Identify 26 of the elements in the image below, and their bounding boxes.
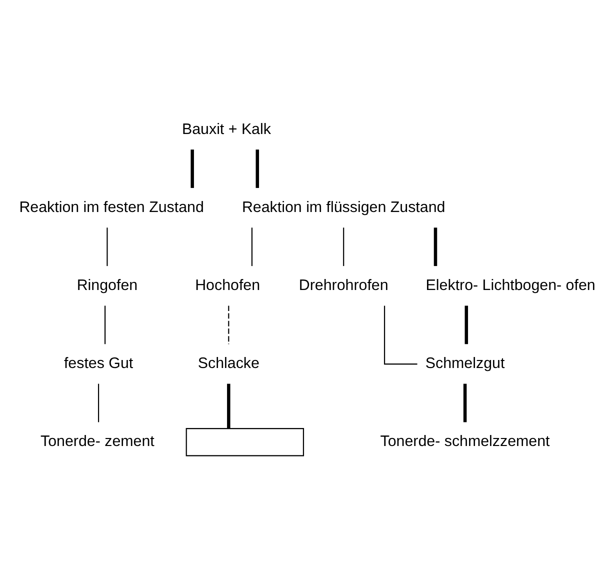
node-text: Reaktion im festen Zustand xyxy=(19,198,204,216)
connector xyxy=(104,305,106,344)
node-text: Tonerde- schmelzzement xyxy=(380,432,550,450)
node-text: Hochofen xyxy=(195,276,260,294)
connector xyxy=(190,149,194,188)
node-text: Bauxit + Kalk xyxy=(182,120,271,138)
node-text: Drehrohrofen xyxy=(298,276,388,294)
node-text: Tonerde- zement xyxy=(40,432,154,450)
node-text: Reaktion im flüssigen Zustand xyxy=(242,198,446,216)
connector xyxy=(434,227,438,266)
node-text: Schlacke xyxy=(198,354,260,372)
node-text: Elektro- Lichtbogen- ofen xyxy=(426,276,596,294)
node-box xyxy=(186,428,304,456)
connector xyxy=(343,227,344,266)
connector xyxy=(98,383,100,422)
node-text: festes Gut xyxy=(64,354,134,372)
connector xyxy=(464,305,468,344)
node-text: Ringofen xyxy=(76,276,138,294)
connector xyxy=(463,383,467,422)
connector xyxy=(256,149,260,188)
connector xyxy=(384,305,418,364)
connector xyxy=(251,227,253,266)
connector xyxy=(106,227,108,266)
connector xyxy=(227,383,230,428)
node-text: Schmelzgut xyxy=(425,354,505,372)
connector xyxy=(228,305,230,344)
